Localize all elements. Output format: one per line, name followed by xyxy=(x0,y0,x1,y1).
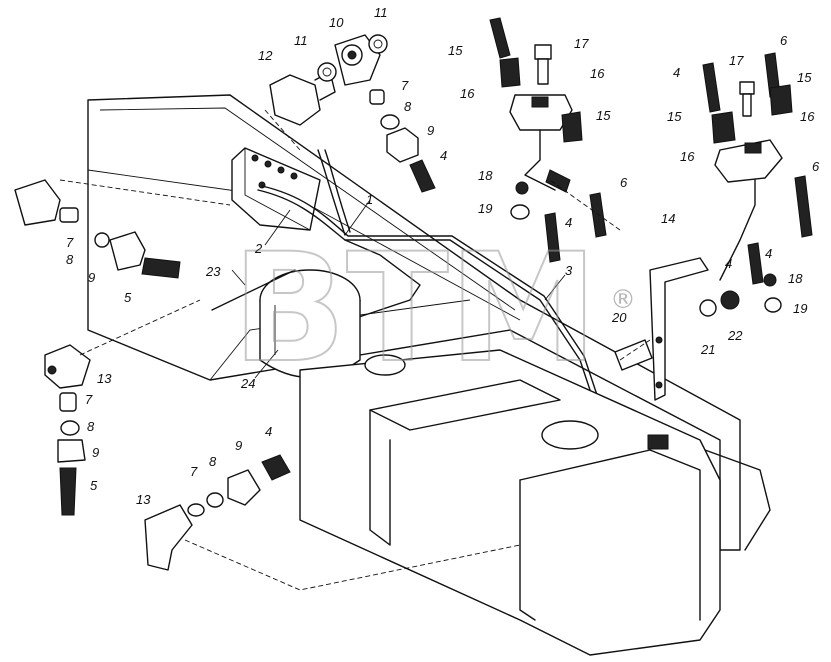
strap-23 xyxy=(211,269,296,311)
fitting-stack-lower-left xyxy=(57,392,86,516)
callout-6: 6 xyxy=(812,159,820,174)
washer-19-right xyxy=(764,297,782,313)
banjo-bolt xyxy=(269,71,336,126)
washer-21 xyxy=(699,299,717,317)
cylindrical-filter xyxy=(259,269,361,379)
callout-4: 4 xyxy=(725,256,732,271)
callout-1: 1 xyxy=(366,192,373,207)
bolt-17-center xyxy=(534,44,552,85)
callout-5: 5 xyxy=(90,478,98,493)
callout-16: 16 xyxy=(680,149,695,164)
callout-15: 15 xyxy=(667,109,682,124)
filter-block xyxy=(231,147,321,231)
callout-5: 5 xyxy=(124,290,132,305)
callout-7: 7 xyxy=(401,78,409,93)
clamp-bracket-right xyxy=(714,139,783,281)
clamp-bracket-center xyxy=(509,94,573,191)
hose-pieces xyxy=(489,17,813,285)
callout-18: 18 xyxy=(788,271,803,286)
callout-13: 13 xyxy=(97,371,112,386)
callout-21: 21 xyxy=(700,342,715,357)
callout-6: 6 xyxy=(620,175,628,190)
fuel-tank xyxy=(299,349,721,656)
callout-4: 4 xyxy=(673,65,680,80)
callout-8: 8 xyxy=(87,419,95,434)
washer-19-center xyxy=(510,204,530,220)
callout-23: 23 xyxy=(205,264,221,279)
callout-13: 13 xyxy=(136,492,151,507)
callout-11: 11 xyxy=(294,33,308,48)
callout-19: 19 xyxy=(478,201,492,216)
callout-4: 4 xyxy=(440,148,447,163)
callout-9: 9 xyxy=(235,438,242,453)
callout-9: 9 xyxy=(92,445,99,460)
nut-22 xyxy=(720,290,740,310)
callout-20: 20 xyxy=(611,310,627,325)
callout-9: 9 xyxy=(427,123,434,138)
nut-18-center xyxy=(515,181,529,195)
mounting-bracket xyxy=(649,257,709,401)
pipe-lines xyxy=(257,149,605,441)
callout-19: 19 xyxy=(793,301,807,316)
fitting-stack-left xyxy=(14,179,181,279)
washer-11-lower xyxy=(317,62,337,82)
callout-10: 10 xyxy=(329,15,344,30)
callout-16: 16 xyxy=(800,109,815,124)
callout-3: 3 xyxy=(565,263,573,278)
callout-15: 15 xyxy=(797,70,812,85)
callout-14: 14 xyxy=(661,211,675,226)
watermark: BTM ® xyxy=(231,221,636,397)
callout-2: 2 xyxy=(254,241,263,256)
callout-17: 17 xyxy=(729,53,744,68)
callout-8: 8 xyxy=(209,454,217,469)
callout-6: 6 xyxy=(780,33,788,48)
callout-7: 7 xyxy=(66,235,74,250)
callout-18: 18 xyxy=(478,168,493,183)
nut-18-right xyxy=(763,273,777,287)
callout-4: 4 xyxy=(565,215,572,230)
leader-lines xyxy=(59,109,651,591)
fitting-stack-upper xyxy=(369,89,436,193)
watermark-registered: ® xyxy=(610,285,636,315)
callout-4: 4 xyxy=(765,246,772,261)
elbow-fitting-13-upper xyxy=(44,344,91,389)
callout-15: 15 xyxy=(448,43,463,58)
drain-plug-20 xyxy=(614,339,653,371)
bolt-17-right xyxy=(739,81,755,117)
callout-9: 9 xyxy=(88,270,95,285)
callout-11: 11 xyxy=(374,5,388,20)
callout-7: 7 xyxy=(85,392,93,407)
callout-8: 8 xyxy=(404,99,412,114)
callout-15: 15 xyxy=(596,108,611,123)
callout-8: 8 xyxy=(66,252,74,267)
callout-16: 16 xyxy=(460,86,475,101)
callout-12: 12 xyxy=(258,48,273,63)
watermark-text: BTM xyxy=(232,222,598,396)
callouts: 1 2 3 4 4 4 4 4 4 5 5 6 6 6 7 7 7 7 8 8 … xyxy=(66,5,820,507)
callout-16: 16 xyxy=(590,66,605,81)
banjo-fitting xyxy=(334,34,381,86)
elbow-fitting-13-lower xyxy=(144,454,291,571)
callout-4: 4 xyxy=(265,424,272,439)
callout-24: 24 xyxy=(240,376,255,391)
callout-22: 22 xyxy=(727,328,743,343)
callout-17: 17 xyxy=(574,36,589,51)
washer-11-upper xyxy=(368,34,388,54)
callout-7: 7 xyxy=(190,464,198,479)
